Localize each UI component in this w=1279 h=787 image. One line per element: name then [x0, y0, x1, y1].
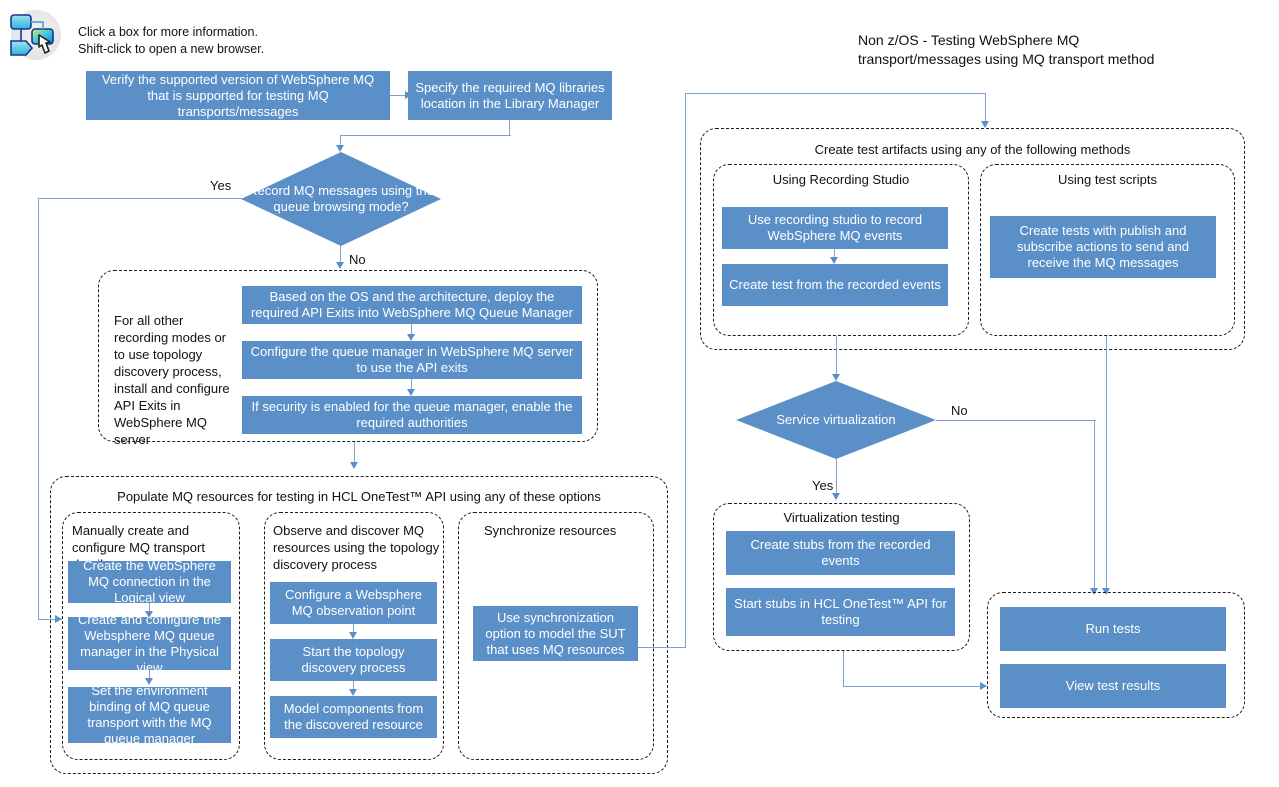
connector-recording-1-2 — [834, 249, 836, 261]
step-view-test-results[interactable]: View test results — [1000, 664, 1226, 708]
step-create-stubs[interactable]: Create stubs from the recorded events — [726, 531, 955, 575]
group-using-recording-studio — [713, 164, 969, 336]
step-model-components[interactable]: Model components from the discovered res… — [270, 696, 437, 738]
connector-into-decision — [340, 135, 342, 147]
connector-virtualization-out-right — [843, 686, 985, 688]
connector-virtualization-out-down — [843, 651, 845, 687]
decision-record-yes-label: Yes — [210, 178, 232, 193]
decision-virtualization-yes-label: Yes — [812, 478, 834, 493]
arrow-virtualization-no-to-runtests — [1090, 588, 1098, 595]
decision-record-mq[interactable]: Record MQ messages using the queue brows… — [241, 152, 441, 246]
connector-specify-down — [509, 120, 511, 136]
step-create-queue-manager-physical[interactable]: Create and configure the Websphere MQ qu… — [68, 612, 231, 675]
group-virtualization-testing-label: Virtualization testing — [783, 510, 900, 525]
connector-virtualization-no-right — [936, 420, 1096, 422]
group-synchronize-resources — [458, 512, 654, 760]
group-create-test-artifacts — [700, 128, 1245, 350]
connector-observe-1-2 — [353, 624, 355, 636]
hint-line-2: Shift-click to open a new browser. — [78, 42, 265, 56]
group-manual-configure — [62, 512, 240, 760]
step-start-topology-discovery[interactable]: Start the topology discovery process — [270, 639, 437, 681]
diagram-title-line-2: transport/messages using MQ transport me… — [858, 51, 1155, 67]
group-virtualization-testing — [713, 503, 970, 651]
connector-scripts-to-runtests — [1106, 336, 1108, 592]
arrow-manual-1-2 — [145, 611, 153, 618]
group-api-exits — [98, 270, 598, 442]
step-use-synchronization-option[interactable]: Use synchronization option to model the … — [473, 606, 638, 661]
arrow-apiexits-to-populate — [350, 462, 358, 469]
connector-into-artifacts — [985, 93, 987, 125]
group-observe-discover-label: Observe and discover MQ resources using … — [273, 523, 440, 572]
group-using-recording-studio-label: Using Recording Studio — [772, 172, 910, 187]
connector-virtualization-no-down — [1094, 420, 1096, 592]
arrow-into-artifacts — [981, 121, 989, 128]
connector-no-down — [340, 246, 342, 266]
arrow-recording-1-2 — [830, 257, 838, 264]
connector-right-top — [685, 93, 986, 95]
group-populate-mq-resources-title: Populate MQ resources for testing in HCL… — [117, 489, 601, 504]
step-set-environment-binding[interactable]: Set the environment binding of MQ queue … — [68, 683, 231, 746]
arrow-virtualization-to-runtests — [980, 682, 987, 690]
decision-service-virtualization[interactable]: Service virtualization — [736, 381, 936, 459]
connector-apiexit-2-3 — [411, 379, 413, 393]
connector-populate-to-right — [638, 647, 686, 649]
step-create-tests-publish-subscribe[interactable]: Create tests with publish and subscribe … — [990, 216, 1216, 278]
step-start-stubs[interactable]: Start stubs in HCL OneTest™ API for test… — [726, 588, 955, 636]
connector-observe-2-3 — [353, 681, 355, 693]
arrow-yes-into-populate — [55, 615, 62, 623]
connector-artifacts-to-virtualization — [836, 336, 838, 378]
connector-virtualization-yes-down — [836, 459, 838, 497]
group-using-test-scripts-label: Using test scripts — [1058, 172, 1157, 187]
arrow-apiexit-1-2 — [407, 334, 415, 341]
group-using-test-scripts — [980, 164, 1235, 336]
step-specify-mq-libraries[interactable]: Specify the required MQ libraries locati… — [408, 71, 612, 120]
arrow-observe-2-3 — [349, 689, 357, 696]
hint-line-1: Click a box for more information. — [78, 25, 258, 39]
arrow-manual-2-3 — [145, 678, 153, 685]
connector-right-riser — [685, 93, 687, 648]
connector-apiexit-1-2 — [411, 324, 413, 338]
arrow-observe-1-2 — [349, 632, 357, 639]
arrow-artifacts-to-virtualization — [832, 374, 840, 381]
decision-virtualization-no-label: No — [951, 403, 968, 418]
step-create-mq-connection-logical[interactable]: Create the WebSphere MQ connection in th… — [68, 558, 231, 605]
step-use-recording-studio[interactable]: Use recording studio to record WebSphere… — [722, 207, 948, 249]
group-create-test-artifacts-title: Create test artifacts using any of the f… — [814, 142, 1131, 157]
connector-manual-1-2 — [149, 603, 151, 615]
arrow-into-decision-record — [336, 145, 344, 152]
step-deploy-api-exits[interactable]: Based on the OS and the architecture, de… — [242, 286, 582, 324]
arrow-no-to-apiexits — [336, 262, 344, 269]
step-configure-observation-point[interactable]: Configure a Websphere MQ observation poi… — [270, 582, 437, 624]
group-api-exits-note: For all other recording modes or to use … — [114, 313, 230, 447]
connector-apiexits-to-populate — [354, 442, 356, 466]
step-verify-supported-version[interactable]: Verify the supported version of WebSpher… — [86, 71, 390, 120]
group-observe-discover — [264, 512, 444, 760]
decision-record-no-label: No — [349, 252, 366, 267]
group-populate-mq-resources — [50, 476, 668, 774]
connector-verify-to-specify — [390, 95, 408, 97]
group-manual-configure-label: Manually create and configure MQ transpo… — [72, 523, 205, 572]
connector-yes-left — [38, 198, 242, 200]
arrow-virtualization-yes — [832, 493, 840, 500]
step-enable-authorities[interactable]: If security is enabled for the queue man… — [242, 396, 582, 434]
arrow-scripts-to-runtests — [1102, 588, 1110, 595]
group-run-tests — [987, 592, 1245, 718]
group-synchronize-resources-label: Synchronize resources — [484, 523, 617, 538]
step-run-tests[interactable]: Run tests — [1000, 607, 1226, 651]
step-configure-queue-manager[interactable]: Configure the queue manager in WebSphere… — [242, 341, 582, 379]
diagram-title-line-1: Non z/OS - Testing WebSphere MQ — [858, 32, 1080, 48]
connector-manual-2-3 — [149, 670, 151, 682]
connector-specify-left — [340, 135, 511, 137]
connector-yes-down — [38, 198, 40, 620]
flowchart-click-icon — [6, 8, 62, 64]
step-create-test-from-recorded[interactable]: Create test from the recorded events — [722, 264, 948, 306]
arrow-apiexit-2-3 — [407, 389, 415, 396]
